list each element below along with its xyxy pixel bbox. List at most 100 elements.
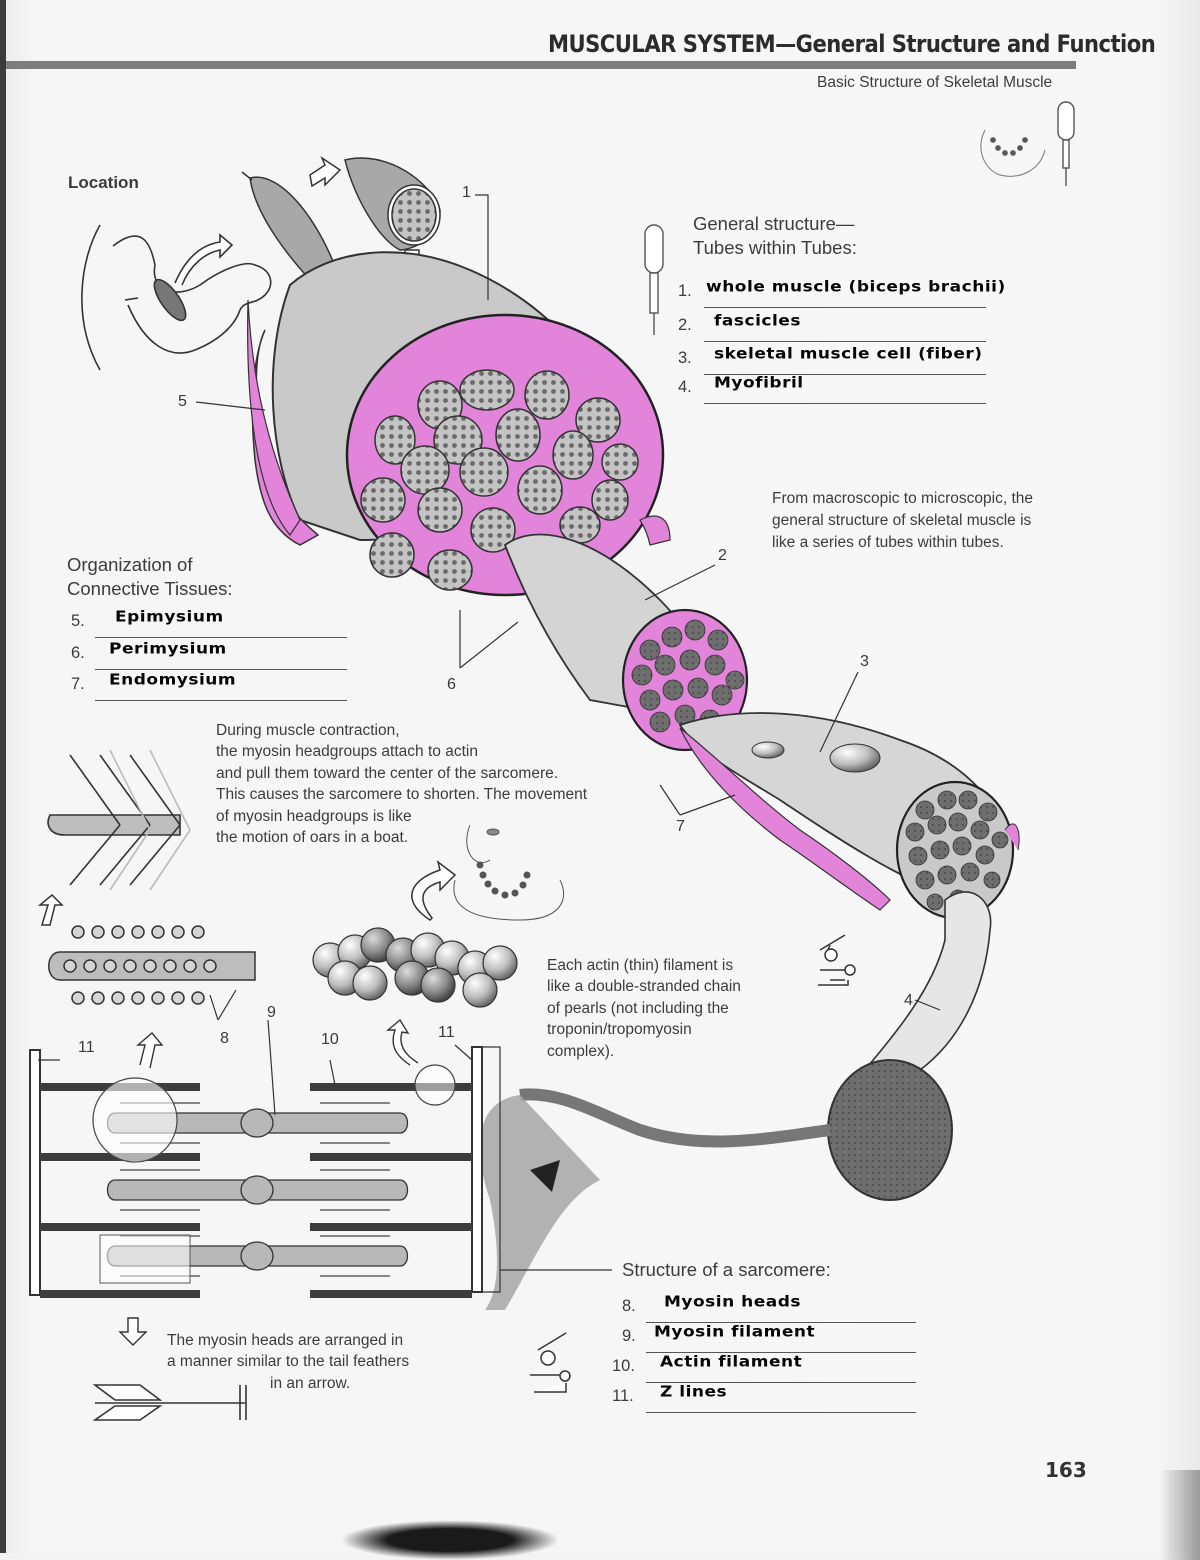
scan-shadow <box>340 1520 560 1560</box>
contraction-note-line: the myosin headgroups attach to actin <box>216 743 478 760</box>
sarcomere-heading: Structure of a sarcomere: <box>622 1259 831 1280</box>
arm-location-drawing <box>81 224 272 371</box>
contraction-note-line: During muscle contraction, <box>216 722 400 739</box>
answer-field-epimysium[interactable]: Epimysium <box>115 608 224 626</box>
actin-pearl-chain-drawing <box>312 927 518 1008</box>
connective-tissues-heading-line1: Organization of <box>67 554 193 575</box>
muscle-bundle-cross-section <box>247 251 671 597</box>
item-number: 3. <box>678 349 692 367</box>
item-number: 8. <box>622 1297 636 1315</box>
item-number: 9. <box>622 1327 636 1345</box>
connective-tissue-item-7: 7. Endomysium <box>71 671 351 701</box>
page-curl-shadow <box>1160 1470 1200 1560</box>
callout-11-right: 11 <box>438 1024 455 1041</box>
contraction-note-line: of myosin headgroups is like <box>216 808 412 825</box>
answer-line <box>646 1381 916 1383</box>
actin-note-line: like a double-stranded chain <box>547 978 741 995</box>
tube-icon-large <box>644 224 664 335</box>
microscope-icon-2 <box>530 1332 571 1393</box>
item-number: 6. <box>71 644 85 662</box>
answer-field-endomysium[interactable]: Endomysium <box>109 671 237 689</box>
pearl-necklace-icon-small <box>980 129 1046 177</box>
callout-10: 10 <box>321 1031 339 1048</box>
answer-line <box>646 1351 916 1353</box>
tubes-within-tubes-note: From macroscopic to microscopic, the gen… <box>772 490 1033 551</box>
callout-4: 4 <box>904 992 913 1009</box>
arrow-note-line: a manner similar to the tail feathers <box>167 1353 410 1370</box>
item-number: 1. <box>678 282 692 300</box>
item-number: 2. <box>678 316 692 334</box>
answer-field-myosin-heads[interactable]: Myosin heads <box>664 1293 802 1311</box>
muscle-fiber-drawing <box>678 712 1020 920</box>
rowing-boat-drawing <box>47 749 191 891</box>
contraction-note-line: and pull them toward the center of the s… <box>216 765 559 782</box>
myosin-filament-drawing <box>37 893 256 1005</box>
answer-line <box>95 636 347 638</box>
general-structure-item-2: 2. fascicles <box>678 312 988 342</box>
general-structure-item-4: 4. Myofibril <box>678 374 988 404</box>
tube-icon-small <box>1057 101 1075 186</box>
page-number: 163 <box>1045 1458 1087 1482</box>
answer-line <box>704 340 986 342</box>
answer-line <box>95 668 347 670</box>
answer-line <box>95 699 347 701</box>
header-rule <box>6 61 1076 69</box>
connective-tissue-item-5: 5. Epimysium <box>71 608 351 638</box>
answer-field-z-lines[interactable]: Z lines <box>660 1383 728 1401</box>
general-structure-item-1: 1. whole muscle (biceps brachii) <box>678 278 1128 308</box>
actin-note-line: of pearls (not including the <box>547 1000 729 1017</box>
item-number: 7. <box>71 675 85 693</box>
answer-line <box>704 373 986 375</box>
callout-5: 5 <box>178 393 187 410</box>
general-structure-heading-line2: Tubes within Tubes: <box>693 237 857 258</box>
general-structure-item-3: 3. skeletal muscle cell (fiber) <box>678 345 1078 375</box>
arrow-note-line: in an arrow. <box>270 1375 351 1392</box>
callout-3: 3 <box>860 653 869 670</box>
answer-line <box>704 306 986 308</box>
arrow-feathers-drawing <box>92 1384 247 1421</box>
connective-tissue-item-6: 6. Perimysium <box>71 640 351 670</box>
item-number: 11. <box>612 1387 634 1405</box>
sarcomere-item-10: 10. Actin filament <box>612 1353 922 1383</box>
answer-field-myosin-filament[interactable]: Myosin filament <box>654 1323 816 1341</box>
fascicle-drawing <box>503 533 749 752</box>
callout-leader-lines <box>38 194 941 1271</box>
connective-tissues-heading-line2: Connective Tissues: <box>67 578 233 599</box>
sarcomere-item-11: 11. Z lines <box>612 1383 922 1413</box>
callout-7: 7 <box>676 818 685 835</box>
item-number: 4. <box>678 378 692 396</box>
page-title: MUSCULAR SYSTEM—General Structure and Fu… <box>548 30 1156 58</box>
microscope-icon-1 <box>818 934 856 986</box>
callout-2: 2 <box>718 547 727 564</box>
answer-field-perimysium[interactable]: Perimysium <box>109 640 227 658</box>
actin-note-line: troponin/tropomyosin <box>547 1021 692 1038</box>
callout-8: 8 <box>220 1030 229 1047</box>
myofibril-drawing <box>480 891 992 1310</box>
callout-11-left: 11 <box>78 1039 95 1056</box>
answer-line <box>646 1411 916 1413</box>
arrow-note-line: The myosin heads are arranged in <box>167 1332 404 1349</box>
contraction-note-line: This causes the sarcomere to shorten. Th… <box>216 786 588 803</box>
answer-line <box>646 1321 916 1323</box>
actin-note-line: Each actin (thin) filament is <box>547 957 734 974</box>
answer-field-fascicles[interactable]: fascicles <box>714 312 801 330</box>
location-heading: Location <box>68 173 139 192</box>
callout-9: 9 <box>267 1004 276 1021</box>
callout-1: 1 <box>462 184 471 201</box>
item-number: 10. <box>612 1357 635 1375</box>
answer-field-whole-muscle[interactable]: whole muscle (biceps brachii) <box>706 278 1006 296</box>
book-binding-edge <box>0 0 6 1553</box>
actin-note-line: complex). <box>547 1043 615 1060</box>
sarcomere-item-8: 8. Myosin heads <box>622 1293 922 1323</box>
item-number: 5. <box>71 612 85 630</box>
answer-field-muscle-fiber[interactable]: skeletal muscle cell (fiber) <box>714 345 983 363</box>
contraction-note-line: the motion of oars in a boat. <box>216 829 409 846</box>
answer-line <box>704 402 986 404</box>
answer-field-myofibril[interactable]: Myofibril <box>714 374 804 392</box>
general-structure-heading-line1: General structure— <box>693 213 855 234</box>
pearl-necklace-drawing <box>411 824 565 921</box>
answer-field-actin-filament[interactable]: Actin filament <box>660 1353 803 1371</box>
sarcomere-drawing <box>29 1018 501 1346</box>
page-subtitle: Basic Structure of Skeletal Muscle <box>817 74 1053 91</box>
